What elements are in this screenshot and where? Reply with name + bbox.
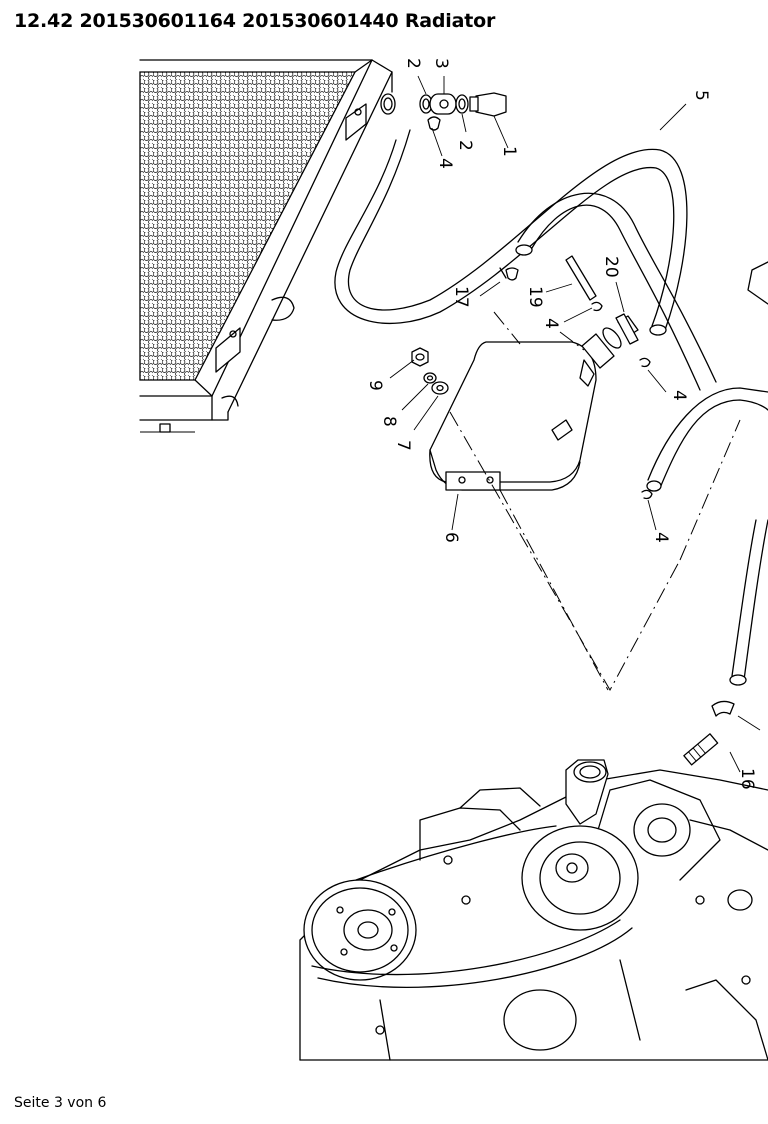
bypass-hose [515, 192, 717, 391]
callout-label: 4 [651, 532, 671, 543]
expansion-tank [429, 315, 639, 491]
callout-label: 1 [499, 146, 519, 157]
callout-label: 7 [393, 440, 413, 451]
callout-labels: 2 3 2 1 4 5 17 19 20 4 4 9 8 7 6 4 16 [365, 58, 757, 790]
lower-hose [646, 387, 768, 686]
assembly-lines [449, 311, 741, 692]
engine-block [299, 759, 768, 1061]
page-footer: Seite 3 von 6 [14, 1095, 107, 1111]
leader-lines [389, 75, 761, 773]
radiator-exploded-diagram: 2 3 2 1 4 5 17 19 20 4 4 9 8 7 6 4 16 [139, 58, 768, 1061]
callout-label: 6 [441, 532, 461, 543]
callout-label: 4 [541, 318, 561, 329]
page-title: 12.42 201530601164 201530601440 Radiator [14, 10, 496, 32]
radiator-core [139, 59, 396, 433]
callout-label: 16 [737, 768, 757, 790]
drain-fittings [419, 92, 507, 131]
callout-label: 20 [601, 256, 621, 278]
callout-label: 17 [451, 286, 471, 308]
upper-hose [334, 129, 688, 336]
callout-label: 9 [365, 380, 385, 391]
callout-label: 2 [455, 140, 475, 151]
callout-label: 5 [691, 90, 711, 101]
callout-label: 3 [431, 58, 451, 69]
callout-label: 4 [435, 158, 455, 169]
edge-fragment [747, 261, 768, 305]
callout-label: 2 [403, 58, 423, 69]
callout-label: 4 [669, 390, 689, 401]
small-parts [411, 255, 735, 766]
callout-label: 19 [525, 286, 545, 308]
callout-label: 8 [379, 416, 399, 427]
